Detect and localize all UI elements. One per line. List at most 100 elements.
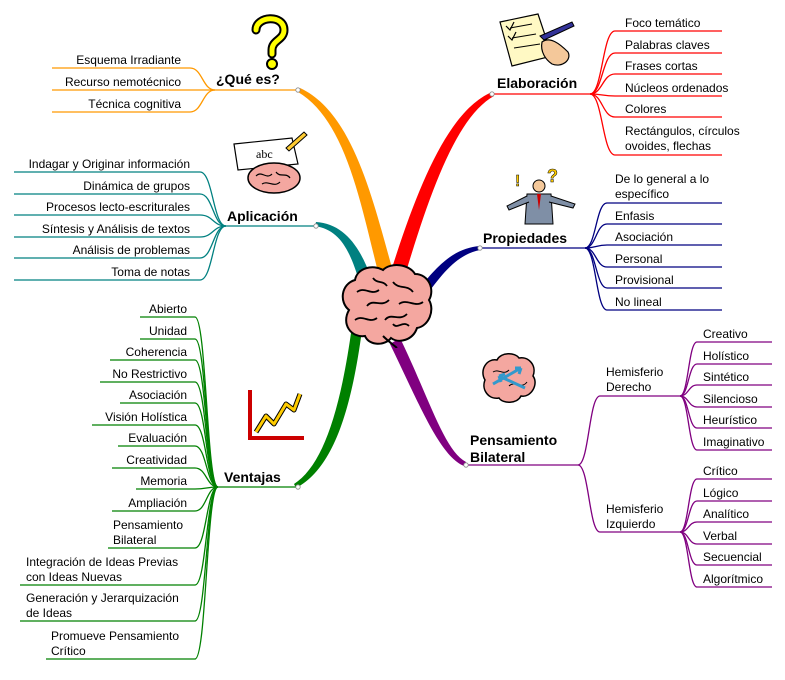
derecho-item: Sintético <box>703 370 750 384</box>
que-es-connector <box>189 67 216 91</box>
propiedades-item: Personal <box>615 252 663 266</box>
elaboracion-item: Núcleos ordenados <box>625 81 729 95</box>
elaboracion-connector <box>589 52 616 95</box>
pensamiento-title-line: Pensamiento <box>470 432 558 448</box>
propiedades-item: No lineal <box>615 295 662 309</box>
que-es-item: Recurso nemotécnico <box>64 75 181 89</box>
ventajas-connector <box>194 486 219 660</box>
ventajas-item-line: Pensamiento <box>113 518 184 532</box>
trunk-ventajas <box>294 326 362 488</box>
hemisferio-label-line: Izquierdo <box>606 517 656 531</box>
izquierdo-item: Lógico <box>703 486 739 500</box>
ventajas-item-line: Crítico <box>51 644 86 658</box>
que-es-title: ¿Qué es? <box>216 71 280 87</box>
elaboracion-connector <box>589 93 616 118</box>
pensamiento-connector <box>577 395 601 466</box>
aplicacion-item: Procesos lecto-escriturales <box>45 200 190 214</box>
ventajas-item: Abierto <box>148 302 187 316</box>
ventajas-item-line: Promueve Pensamiento <box>51 629 180 643</box>
thinking-man-icon: ! ? <box>503 166 581 226</box>
svg-text:abc: abc <box>256 147 273 161</box>
propiedades-item-line: específico <box>615 187 670 201</box>
brain-arrows-icon <box>479 350 539 406</box>
propiedades-item: Asociación <box>615 230 674 244</box>
derecho-item: Heurístico <box>703 413 758 427</box>
derecho-item: Imaginativo <box>703 435 765 449</box>
node-dot <box>313 223 319 229</box>
aplicacion-connector <box>199 171 227 227</box>
aplicacion-connector <box>199 225 227 281</box>
ventajas-item: Ampliación <box>128 496 187 510</box>
aplicacion-item: Síntesis y Análisis de textos <box>41 222 190 236</box>
ventajas-item-line: Integración de Ideas Previas <box>26 555 179 569</box>
pensamiento-connector <box>577 464 601 533</box>
ventajas-item: Integración de Ideas Previas con Ideas N… <box>26 555 178 585</box>
derecho-item: Silencioso <box>703 392 758 406</box>
hemisferio-label-line: Derecho <box>606 380 652 394</box>
trunk-pensamiento <box>390 338 466 466</box>
elaboracion-title: Elaboración <box>497 75 578 91</box>
hemisferio-label-line: Hemisferio <box>606 502 664 516</box>
propiedades-title: Propiedades <box>483 230 568 246</box>
elaboracion-item: Frases cortas <box>625 59 698 73</box>
derecho-connector <box>679 395 698 451</box>
propiedades-connector <box>584 247 608 311</box>
elaboracion-item: Colores <box>625 102 667 116</box>
elaboracion-item-line: Rectángulos, círculos <box>625 124 740 138</box>
node-dot <box>463 462 469 468</box>
hemisferio-derecho-label: Hemisferio Derecho <box>606 365 663 395</box>
elaboracion-item: Palabras claves <box>625 38 710 52</box>
ventajas-item-line: de Ideas <box>26 606 73 620</box>
ventajas-item-line: con Ideas Nuevas <box>26 570 123 584</box>
izquierdo-connector <box>679 531 698 588</box>
propiedades-item-line: De lo general a lo <box>615 172 710 186</box>
derecho-item: Creativo <box>703 327 748 341</box>
aplicacion-item: Dinámica de grupos <box>83 179 190 193</box>
izquierdo-connector <box>679 478 698 533</box>
pensamiento-title-line: Bilateral <box>470 449 526 465</box>
aplicacion-title: Aplicación <box>227 208 298 224</box>
trunk-que-es <box>298 88 392 272</box>
hemisferio-izquierdo-label: Hemisferio Izquierdo <box>606 502 663 532</box>
izquierdo-item: Crítico <box>703 464 738 478</box>
ventajas-connector <box>194 445 219 488</box>
question-mark-icon <box>246 12 294 70</box>
ventajas-item: Creatividad <box>126 453 187 467</box>
brain-writing-icon: abc <box>228 130 308 198</box>
aplicacion-item: Análisis de problemas <box>72 243 190 257</box>
ventajas-item: Promueve Pensamiento Crítico <box>51 629 179 659</box>
svg-text:!: ! <box>515 173 520 190</box>
aplicacion-item: Toma de notas <box>111 265 190 279</box>
svg-text:?: ? <box>547 166 558 186</box>
propiedades-item: Provisional <box>615 273 674 287</box>
node-dot <box>295 484 301 490</box>
ventajas-item: Evaluación <box>128 431 187 445</box>
trunk-aplicacion <box>315 222 372 284</box>
trunk-propiedades <box>418 246 480 296</box>
propiedades-item: De lo general a lo específico <box>615 172 709 202</box>
que-es-item: Esquema Irradiante <box>76 53 181 67</box>
que-es-item: Técnica cognitiva <box>88 97 181 111</box>
ventajas-item: Pensamiento Bilateral <box>113 518 183 548</box>
ventajas-item-line: Bilateral <box>113 533 157 547</box>
node-dot <box>295 87 301 93</box>
derecho-connector <box>679 341 698 397</box>
trunk-elaboracion <box>392 92 494 272</box>
elaboracion-item-line: ovoides, flechas <box>625 139 712 153</box>
aplicacion-item: Indagar y Originar información <box>28 157 190 171</box>
izquierdo-item: Secuencial <box>703 550 762 564</box>
derecho-item: Holístico <box>703 349 750 363</box>
ventajas-item: Coherencia <box>125 345 187 359</box>
izquierdo-item: Analítico <box>703 507 750 521</box>
pensamiento-title: Pensamiento Bilateral <box>470 432 557 466</box>
growth-arrow-icon <box>244 388 308 444</box>
propiedades-item: Enfasis <box>615 209 655 223</box>
izquierdo-item: Algorítmico <box>703 572 764 586</box>
ventajas-item: Unidad <box>148 324 187 338</box>
elaboracion-item: Foco temático <box>625 16 701 30</box>
ventajas-item: Memoria <box>140 474 187 488</box>
izquierdo-item: Verbal <box>703 529 738 543</box>
checklist-hand-icon <box>498 12 578 72</box>
